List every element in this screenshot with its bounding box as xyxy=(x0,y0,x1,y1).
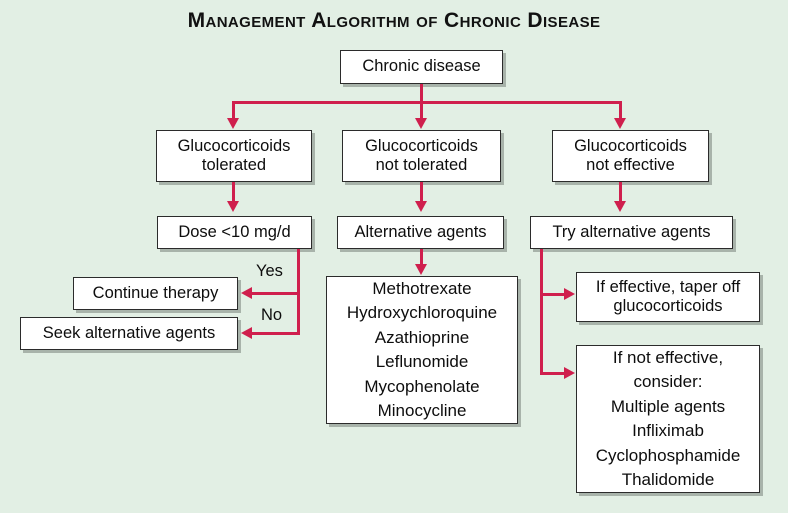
node-glucocorticoids-not-tolerated: Glucocorticoids not tolerated xyxy=(342,130,501,182)
node-continue-therapy: Continue therapy xyxy=(73,277,238,310)
arrowhead-to-alternative-agents xyxy=(415,201,427,212)
connector-bus-right-drop xyxy=(619,101,622,119)
arrowhead-to-drug-list xyxy=(415,264,427,275)
arrowhead-to-continue-therapy xyxy=(241,287,252,299)
connector-if-not-effective-arm xyxy=(540,372,566,375)
node-glucocorticoids-tolerated: Glucocorticoids tolerated xyxy=(156,130,312,182)
arrowhead-to-dose xyxy=(227,201,239,212)
connector-bus-mid-drop xyxy=(420,101,423,119)
node-if-not-effective: If not effective, consider: Multiple age… xyxy=(576,345,760,493)
node-glucocorticoids-not-effective-label: Glucocorticoids not effective xyxy=(574,136,687,175)
arrowhead-to-try-alternative xyxy=(614,201,626,212)
node-continue-therapy-label: Continue therapy xyxy=(92,283,219,302)
connector-if-effective-arm xyxy=(540,293,566,296)
node-glucocorticoids-not-effective: Glucocorticoids not effective xyxy=(552,130,709,182)
connector-yes-arm xyxy=(252,292,300,295)
node-chronic-disease: Chronic disease xyxy=(340,50,503,84)
node-try-alternative-agents-label: Try alternative agents xyxy=(552,222,711,241)
connector-root-stem xyxy=(420,84,423,104)
connector-bus-left-drop xyxy=(232,101,235,119)
connector-not-effective-to-try xyxy=(619,182,622,202)
connector-try-trunk xyxy=(540,249,543,375)
node-if-effective-label: If effective, taper off glucocorticoids xyxy=(595,277,741,316)
arrowhead-to-not-tolerated xyxy=(415,118,427,129)
arrowhead-to-seek-alternative xyxy=(241,327,252,339)
arrowhead-to-not-effective xyxy=(614,118,626,129)
node-if-not-effective-label: If not effective, consider: Multiple age… xyxy=(595,347,741,490)
node-try-alternative-agents: Try alternative agents xyxy=(530,216,733,249)
node-chronic-disease-label: Chronic disease xyxy=(362,57,481,76)
arrowhead-to-if-not-effective xyxy=(564,367,575,379)
node-alternative-agents-label: Alternative agents xyxy=(354,222,487,241)
node-drug-list-label: Methotrexate Hydroxychloroquine Azathiop… xyxy=(346,278,498,421)
node-seek-alternative-agents: Seek alternative agents xyxy=(20,317,238,350)
node-alternative-agents: Alternative agents xyxy=(337,216,504,249)
page-title: Management Algorithm of Chronic Disease xyxy=(187,9,601,32)
connector-root-bus xyxy=(232,101,622,104)
node-dose: Dose <10 mg/d xyxy=(157,216,312,249)
node-glucocorticoids-tolerated-label: Glucocorticoids tolerated xyxy=(177,136,291,175)
node-drug-list: Methotrexate Hydroxychloroquine Azathiop… xyxy=(326,276,518,424)
arrowhead-to-tolerated xyxy=(227,118,239,129)
arrowhead-to-if-effective xyxy=(564,288,575,300)
node-seek-alternative-agents-label: Seek alternative agents xyxy=(42,323,216,342)
edge-label-yes: Yes xyxy=(256,262,283,280)
edge-label-no: No xyxy=(261,306,283,324)
connector-no-arm xyxy=(252,332,300,335)
node-glucocorticoids-not-tolerated-label: Glucocorticoids not tolerated xyxy=(365,136,478,175)
connector-alternative-to-druglist xyxy=(420,249,423,265)
node-dose-label: Dose <10 mg/d xyxy=(178,222,291,241)
connector-tolerated-to-dose xyxy=(232,182,235,202)
node-if-effective: If effective, taper off glucocorticoids xyxy=(576,272,760,322)
connector-not-tolerated-to-alternative xyxy=(420,182,423,202)
